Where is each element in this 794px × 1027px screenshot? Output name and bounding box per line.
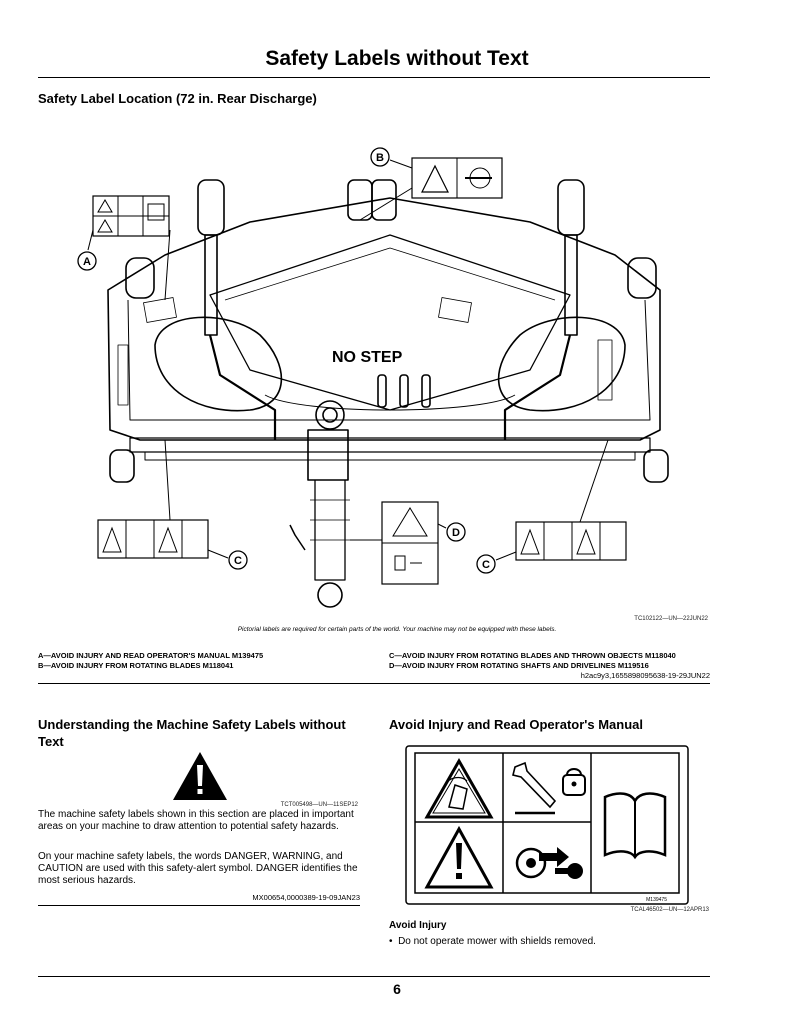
bullet-item: Do not operate mower with shields remove… [398,936,596,947]
callout-a: A [83,256,91,268]
figure-ref-code: TC102122—UN—22JUN22 [634,616,708,622]
safety-alert-icon-ref: TCT005498—UN—11SEP12 [280,802,358,808]
bullet-list: • Do not operate mower with shields remo… [389,936,596,948]
remove-key-icon [515,847,583,879]
section2-rule [38,905,360,906]
section1-doc-ref: h2ac9y3,1655898095638-19-29JUN22 [580,671,710,680]
figure-caption: Pictorial labels are required for certai… [237,626,557,633]
legend-right: C—AVOID INJURY FROM ROTATING BLADES AND … [389,651,676,671]
avoid-injury-subheading: Avoid Injury [389,920,447,931]
section2-doc-ref: MX00654,0000389-19-09JAN23 [252,893,360,902]
operator-manual-label-graphic: M139475 [405,745,689,905]
section2-paragraph-1: The machine safety labels shown in this … [38,809,354,832]
label-b-box [411,157,503,199]
wrench-lock-icon [512,761,586,815]
label-ref-code: TCAL46502—UN—12APR13 [630,907,709,913]
footer-rule [38,976,710,977]
label-a-box [92,195,170,237]
callout-c-left: C [234,555,242,567]
callout-b: B [376,152,384,164]
page-title: Safety Labels without Text [265,47,529,70]
safety-label-location-figure: NO STEP B A C [77,147,669,608]
callout-c-right: C [482,559,490,571]
label-d-box [381,501,439,585]
legend-item-c: C—AVOID INJURY FROM ROTATING BLADES AND … [389,651,676,660]
deck-no-step-text: NO STEP [332,349,403,366]
legend-item-b: B—AVOID INJURY FROM ROTATING BLADES M118… [38,661,234,670]
mower-shield-warning-icon [424,757,494,819]
label-c-right-box [515,521,627,561]
section2-paragraph-2: On your machine safety labels, the words… [38,851,358,886]
section-heading-understanding: Understanding the Machine Safety Labels … [38,717,346,749]
left-belt-lobe [154,316,283,412]
bullet-icon: • [389,936,399,947]
page-number: 6 [393,981,401,997]
section-heading-avoid-injury: Avoid Injury and Read Operator's Manual [389,717,643,732]
section-heading-label-location: Safety Label Location (72 in. Rear Disch… [38,91,317,106]
legend-item-a: A—AVOID INJURY AND READ OPERATOR'S MANUA… [38,651,264,660]
safety-alert-triangle-icon [424,825,494,889]
section1-rule [38,683,710,684]
safety-alert-icon [173,752,227,800]
legend-item-d: D—AVOID INJURY FROM ROTATING SHAFTS AND … [389,661,649,670]
operator-manual-book-icon [603,792,667,860]
callout-d: D [452,527,460,539]
legend-left: A—AVOID INJURY AND READ OPERATOR'S MANUA… [38,651,263,671]
title-rule [38,77,710,78]
label-part-number: M139475 [646,897,667,903]
right-belt-lobe [497,316,626,412]
label-c-left-box [97,519,209,559]
